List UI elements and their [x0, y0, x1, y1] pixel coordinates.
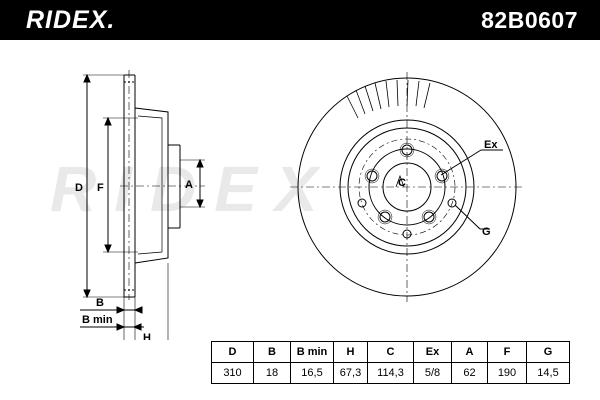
header-cell: F: [487, 341, 527, 363]
brand-logo: RIDEX.: [26, 6, 116, 34]
table-header-row: D B B min H C Ex A F G: [211, 341, 570, 363]
dimension-f: [103, 116, 138, 254]
cooling-vents: [346, 79, 431, 119]
header-cell: A: [451, 341, 488, 363]
value-cell: 16,5: [290, 362, 334, 384]
header-cell: Ex: [413, 341, 452, 363]
value-cell: 310: [211, 362, 254, 384]
value-cell: 62: [451, 362, 488, 384]
part-number: 82B0607: [481, 7, 578, 33]
dimension-a: [180, 158, 205, 209]
header-bar: RIDEX. 82B0607: [0, 0, 600, 40]
label-f: F: [97, 182, 104, 194]
value-cell: 18: [253, 362, 291, 384]
header-cell: C: [367, 341, 414, 363]
table-row: 310 18 16,5 67,3 114,3 5/8 62 190 14,5: [211, 362, 570, 384]
value-cell: 114,3: [367, 362, 414, 384]
locator-holes: [357, 198, 457, 239]
disc-side-view: [120, 70, 205, 300]
header-cell: B: [253, 341, 291, 363]
label-b-min: B min: [82, 314, 113, 326]
watermark: RIDEX: [50, 153, 336, 225]
label-d: D: [75, 182, 83, 194]
label-h: H: [143, 332, 151, 340]
value-cell: 67,3: [333, 362, 368, 384]
header-cell: H: [333, 341, 368, 363]
wheel-bolt-holes: [364, 142, 450, 225]
disc-front-view: [290, 72, 525, 302]
header-cell: D: [211, 341, 254, 363]
label-b: B: [96, 297, 104, 309]
value-cell: 14,5: [526, 362, 570, 384]
value-cell: 5/8: [413, 362, 452, 384]
label-a: A: [185, 179, 193, 191]
value-cell: 190: [487, 362, 527, 384]
header-cell: G: [526, 341, 570, 363]
brake-disc-drawing: D F A B B min H C Ex G: [75, 70, 525, 340]
header-cell: B min: [290, 341, 334, 363]
dimensions-table: D B B min H C Ex A F G 310 18 16,5 67,3 …: [211, 341, 570, 384]
label-g: G: [482, 226, 491, 238]
label-c: C: [398, 177, 406, 189]
label-ex: Ex: [484, 139, 498, 151]
dimension-b: [80, 263, 169, 340]
dimension-d: [83, 73, 124, 299]
